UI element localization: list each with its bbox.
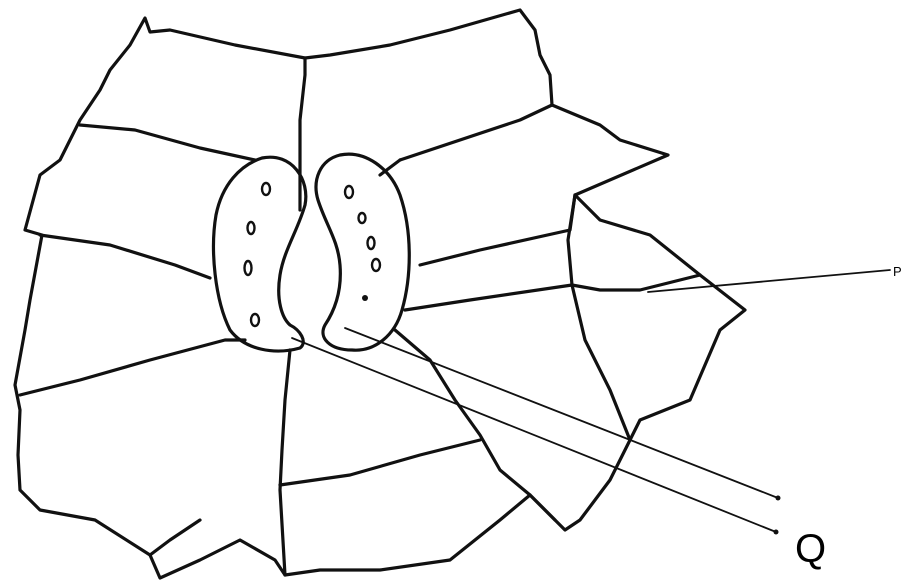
cell-wall bbox=[568, 195, 575, 285]
cell-wall bbox=[400, 105, 552, 160]
chloroplast bbox=[372, 259, 380, 271]
cell-wall bbox=[530, 495, 555, 520]
stoma bbox=[214, 154, 410, 351]
cell-wall bbox=[80, 125, 255, 160]
leader-line-p bbox=[648, 270, 890, 292]
chloroplast bbox=[368, 237, 375, 249]
guard-cell-right bbox=[316, 154, 409, 350]
leader-end-dot bbox=[776, 496, 781, 501]
cell-wall bbox=[20, 340, 245, 395]
epidermis-outline bbox=[15, 10, 745, 578]
chloroplast bbox=[248, 222, 255, 234]
chloroplast bbox=[359, 213, 366, 223]
cell-wall bbox=[280, 440, 480, 485]
chloroplast bbox=[251, 314, 259, 326]
cell-wall bbox=[280, 350, 290, 575]
cell-wall bbox=[572, 285, 630, 440]
cell-wall bbox=[150, 520, 200, 555]
label-q: Q bbox=[795, 527, 826, 571]
chloroplast bbox=[362, 295, 368, 301]
chloroplast bbox=[345, 186, 353, 198]
chloroplast bbox=[262, 183, 270, 195]
leader-lines bbox=[292, 270, 890, 535]
chloroplast bbox=[245, 261, 252, 275]
cell-wall bbox=[420, 195, 575, 265]
cell-wall bbox=[405, 285, 572, 310]
epidermal-cells bbox=[15, 10, 745, 578]
leader-line-q-upper bbox=[345, 328, 778, 498]
label-p: P bbox=[893, 264, 902, 279]
cell-wall bbox=[40, 235, 210, 278]
leader-end-dot bbox=[774, 530, 779, 535]
cell-wall bbox=[572, 275, 700, 290]
